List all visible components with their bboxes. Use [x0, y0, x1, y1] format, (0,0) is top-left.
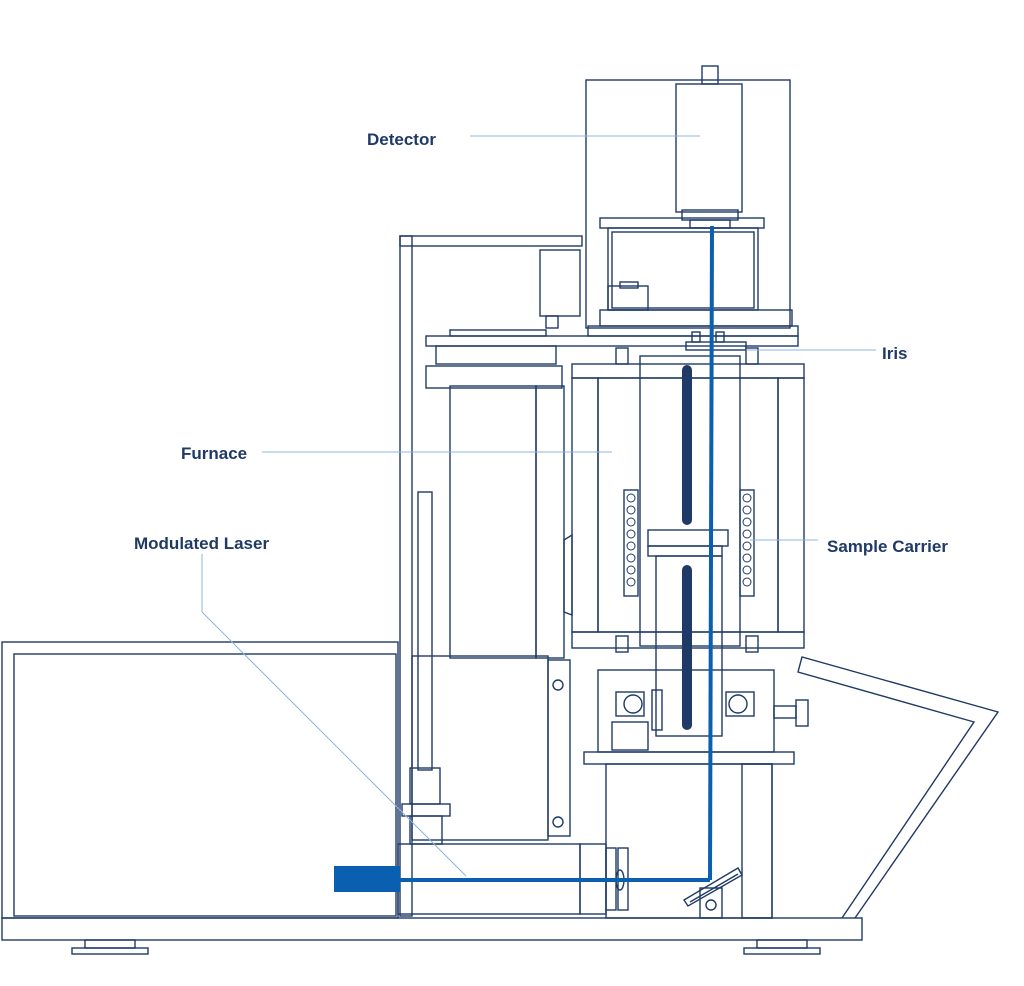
iris-label: Iris [882, 344, 908, 363]
detector-body [675, 83, 743, 229]
frame-column [399, 235, 583, 917]
support-tower [411, 385, 573, 841]
furnace-label: Furnace [181, 444, 247, 463]
heating-coil-left [623, 489, 639, 597]
lift-post [401, 491, 451, 845]
lower-stage [583, 669, 809, 765]
modulated-laser-label: Modulated Laser [134, 534, 269, 553]
detector-label: Detector [367, 130, 436, 149]
sample-carrier-label: Sample Carrier [827, 537, 948, 556]
laser-source [334, 866, 400, 892]
laser-beam [400, 225, 714, 882]
sample-carrier [647, 365, 729, 737]
right-housing [797, 656, 1000, 919]
detector-housing [585, 65, 791, 329]
left-cabinet [1, 641, 399, 919]
leader-lines [201, 135, 876, 877]
modulated-laser-leader [201, 554, 467, 877]
detector-mount [587, 217, 799, 337]
top-plate [425, 249, 799, 389]
mirror-housing [605, 763, 773, 919]
mirror [683, 867, 743, 907]
heating-coil-right [739, 489, 755, 597]
base-plate [1, 917, 863, 955]
iris [685, 331, 747, 351]
